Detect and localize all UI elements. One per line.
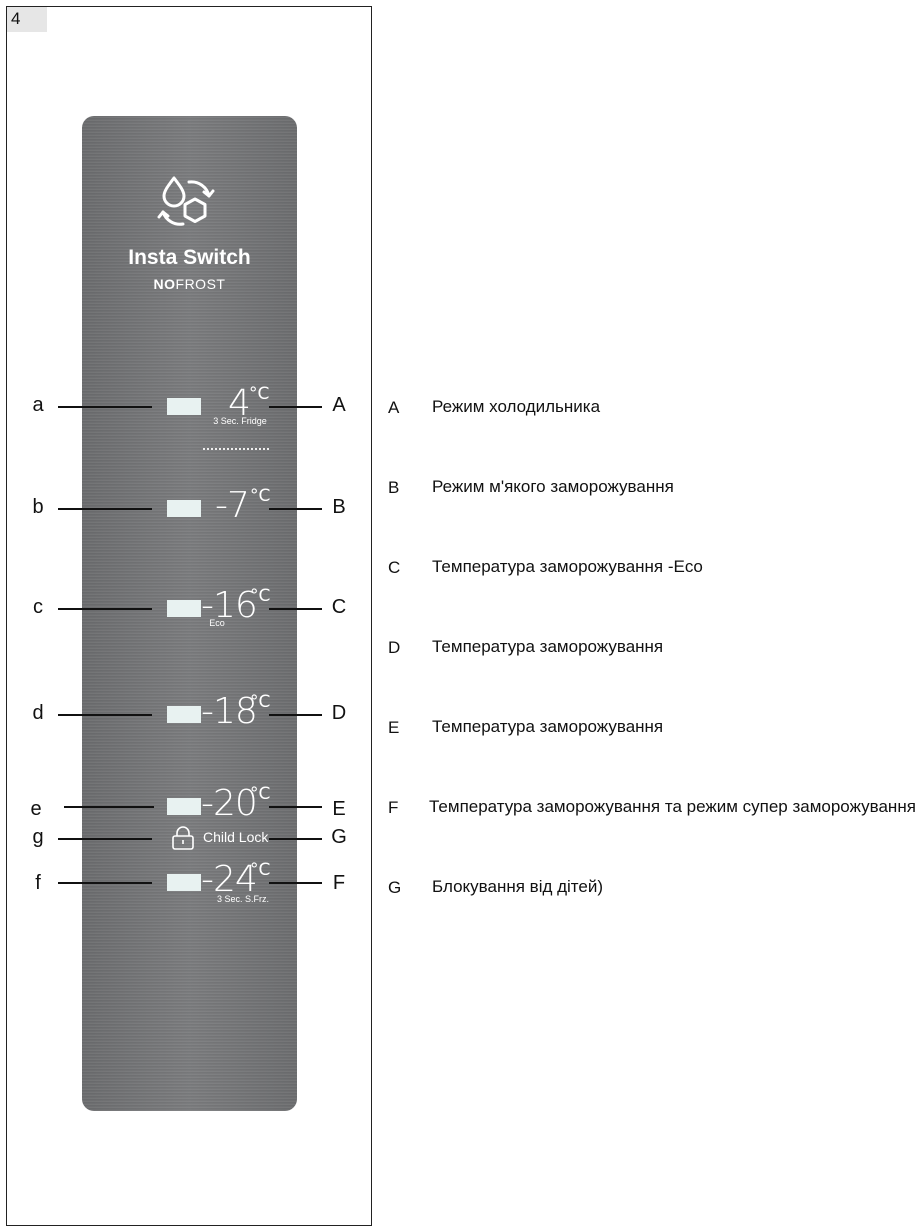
callout-letter-upper: E <box>332 798 346 820</box>
callout-line <box>269 882 322 884</box>
mode-row-freeze-20: e -20 °C E <box>0 784 917 858</box>
callout-letter-upper: F <box>332 872 346 894</box>
callout-line <box>269 508 322 510</box>
mode-sublabel: Eco <box>209 618 225 628</box>
mode-row-soft-freeze: b -7 °C B <box>0 486 917 556</box>
mode-row-freeze-18: d -18 °C D <box>0 692 917 762</box>
temperature-value: -18 <box>201 691 258 732</box>
temperature-value: -24 <box>201 859 258 900</box>
legend-text: Температура заморожування <box>432 717 664 736</box>
callout-line <box>269 406 322 408</box>
temperature-value: -7 <box>215 485 250 526</box>
mode-indicator[interactable] <box>167 600 201 617</box>
callout-line <box>58 882 152 884</box>
control-panel <box>82 116 297 1111</box>
insta-switch-icon <box>157 176 215 226</box>
callout-line <box>58 608 152 610</box>
legend-text: Режим м'якого заморожування <box>432 477 674 496</box>
legend-text: Блокування від дітей) <box>432 877 604 896</box>
brand-title: Insta Switch <box>128 246 251 269</box>
callout-line <box>58 838 152 840</box>
callout-line <box>269 608 322 610</box>
mode-indicator[interactable] <box>167 798 201 815</box>
legend-letter: B <box>388 478 400 497</box>
callout-letter-upper: G <box>331 826 347 848</box>
callout-line <box>269 714 322 716</box>
mode-row-super-freeze: f -24 °C 3 Sec. S.Frz. F <box>0 860 917 932</box>
child-lock-label[interactable]: Child Lock <box>203 829 269 845</box>
callout-letter-upper: A <box>332 394 346 416</box>
mode-indicator[interactable] <box>167 398 201 415</box>
temperature-value: -20 <box>201 783 258 824</box>
legend-letter: C <box>388 558 401 577</box>
temperature-unit: °C <box>250 860 271 880</box>
callout-line <box>58 714 152 716</box>
mode-row-fridge: a 4 °C 3 Sec. Fridge A <box>0 384 917 454</box>
child-lock-row: g G <box>0 826 917 886</box>
callout-letter-lower: g <box>32 826 44 848</box>
callout-letter-upper: C <box>331 596 347 618</box>
callout-line <box>269 838 322 840</box>
temperature-unit: °C <box>250 692 271 712</box>
legend-text: Температура заморожування та режим супер… <box>429 797 916 816</box>
temperature-unit: °C <box>250 784 271 804</box>
callout-letter-lower: e <box>30 798 42 820</box>
callout-line <box>58 406 152 408</box>
mode-indicator[interactable] <box>167 706 201 723</box>
callout-line <box>64 806 154 808</box>
callout-letter-lower: c <box>33 596 43 618</box>
brand-subtitle: NOFROST <box>153 276 226 292</box>
callout-line <box>269 806 322 808</box>
callout-line <box>58 508 152 510</box>
temperature-value: -16 <box>201 585 258 626</box>
page-number: 4 <box>7 7 47 32</box>
callout-letter-lower: d <box>32 702 44 724</box>
legend-letter: D <box>388 638 401 657</box>
callout-letter-upper: B <box>332 496 346 518</box>
legend-letter: F <box>388 798 399 817</box>
legend-letter: E <box>388 718 400 737</box>
mode-indicator[interactable] <box>167 874 201 891</box>
temperature-unit: °C <box>250 586 271 606</box>
callout-letter-lower: f <box>35 872 41 894</box>
mode-indicator[interactable] <box>167 500 201 517</box>
legend-text: Температура заморожування -Eco <box>432 557 703 576</box>
legend-letter: A <box>388 398 400 417</box>
temperature-unit: °C <box>249 384 270 404</box>
mode-sublabel: 3 Sec. Fridge <box>213 416 267 426</box>
mode-row-eco: c -16 °C Eco C <box>0 586 917 656</box>
callout-letter-upper: D <box>331 702 347 724</box>
lock-icon[interactable] <box>170 825 196 851</box>
legend-letter: G <box>388 878 402 897</box>
temperature-value: 4 <box>228 383 251 424</box>
legend-text: Температура заморожування <box>432 637 664 656</box>
dotted-separator <box>203 448 269 450</box>
mode-sublabel: 3 Sec. S.Frz. <box>216 894 269 904</box>
callout-letter-lower: a <box>32 394 44 416</box>
callout-letter-lower: b <box>32 496 44 518</box>
temperature-unit: °C <box>250 486 271 506</box>
legend-text: Режим холодильника <box>432 397 601 416</box>
